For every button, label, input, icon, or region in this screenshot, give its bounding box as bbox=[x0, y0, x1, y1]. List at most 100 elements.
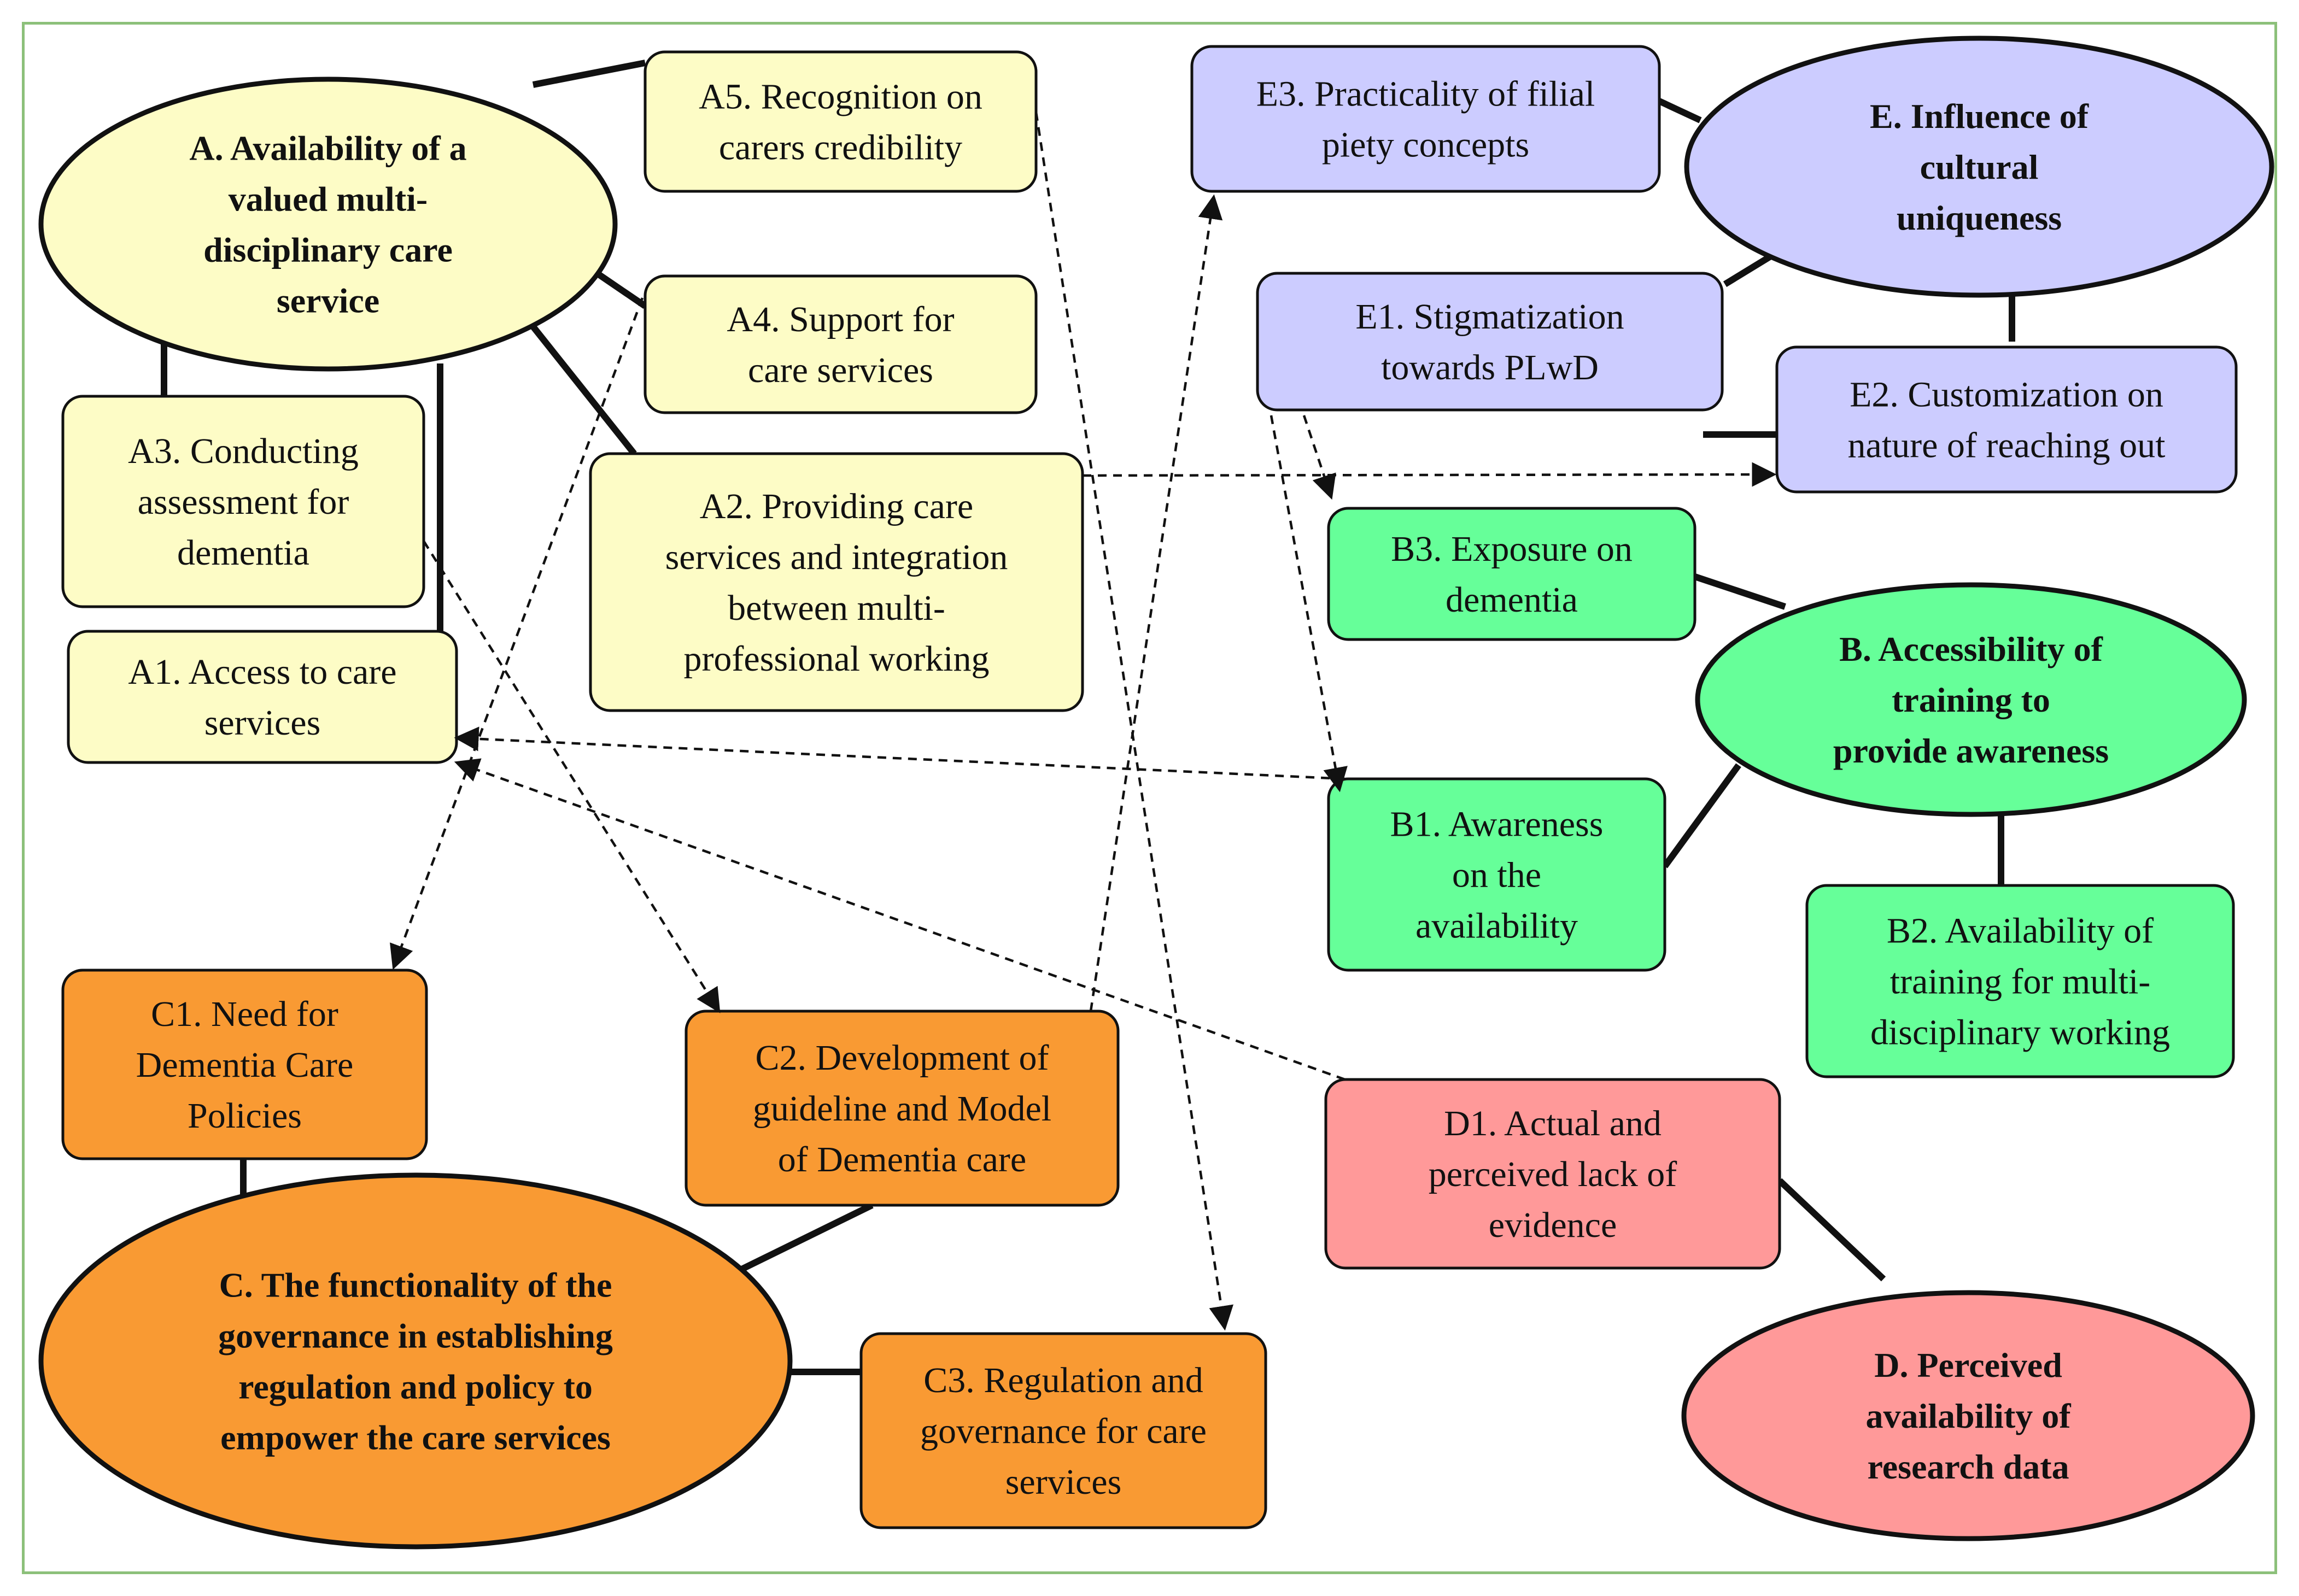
subtheme-shape bbox=[1190, 45, 1661, 193]
label-line: provide awareness bbox=[1833, 731, 2109, 770]
subtheme-a3-box: A3. Conducting assessment for dementia bbox=[61, 395, 425, 608]
label-line: empower the care services bbox=[220, 1418, 611, 1457]
connector-line bbox=[525, 318, 637, 456]
subtheme-shape bbox=[644, 274, 1038, 414]
subtheme-a1-box: A1. Access to care services bbox=[67, 630, 458, 764]
label-line: E2. Customization on bbox=[1850, 374, 2163, 414]
label-line: B. Accessibility of bbox=[1839, 630, 2103, 668]
label-line: governance in establishing bbox=[218, 1316, 613, 1355]
label-line: C. The functionality of the bbox=[219, 1265, 612, 1304]
label-line: A3. Conducting bbox=[128, 431, 359, 471]
label-line: research data bbox=[1867, 1447, 2069, 1486]
label-line: uniqueness bbox=[1897, 198, 2062, 237]
subtheme-shape bbox=[61, 969, 428, 1160]
link-arrow-a2-to-e2 bbox=[1082, 462, 1777, 487]
subtheme-shape bbox=[1775, 345, 2238, 494]
subtheme-shape bbox=[61, 395, 425, 608]
theme-shape bbox=[38, 1172, 793, 1550]
label-line: E1. Stigmatization bbox=[1355, 297, 1624, 337]
label-line: between multi- bbox=[728, 588, 945, 628]
label-line: disciplinary working bbox=[1870, 1012, 2170, 1052]
subtheme-e1-box: E1. Stigmatization towards PLwD bbox=[1256, 272, 1724, 412]
label-line: care services bbox=[748, 350, 933, 390]
label-line: B2. Availability of bbox=[1887, 911, 2154, 950]
connector-line bbox=[1662, 763, 1741, 869]
theme-c-ellipse: C. The functionality of the governance in… bbox=[38, 1172, 793, 1550]
link-arrow-a5-to-c3 bbox=[1034, 112, 1234, 1331]
diagram-frame bbox=[22, 22, 2277, 1574]
label-line: Dementia Care bbox=[136, 1045, 354, 1085]
subtheme-shape bbox=[859, 1332, 1267, 1529]
label-line: regulation and policy to bbox=[238, 1367, 593, 1406]
subtheme-a2-box: A2. Providing care services and integrati… bbox=[589, 452, 1084, 712]
connector-line bbox=[1658, 98, 1702, 124]
theme-shape bbox=[38, 77, 618, 372]
label-line: services bbox=[204, 703, 321, 743]
theme-b-ellipse: B. Accessibility of training to provide aw… bbox=[1695, 582, 2247, 817]
label-line: B1. Awareness bbox=[1390, 804, 1604, 844]
theme-e-ellipse: E. Influence of cultural uniqueness bbox=[1684, 36, 2274, 298]
subtheme-c3-box: C3. Regulation and governance for care ser… bbox=[859, 1332, 1267, 1529]
connector-line bbox=[1723, 251, 1776, 287]
label-line: C2. Development of bbox=[755, 1038, 1049, 1078]
label-line: nature of reaching out bbox=[1848, 425, 2166, 465]
label-line: dementia bbox=[1446, 580, 1578, 620]
subtheme-b1-box: B1. Awareness on the availability bbox=[1327, 777, 1666, 972]
label-line: A1. Access to care bbox=[128, 652, 396, 692]
label-line: A. Availability of a bbox=[189, 128, 466, 167]
subtheme-shape bbox=[1256, 272, 1724, 412]
subtheme-shape bbox=[685, 1010, 1120, 1207]
label-line: evidence bbox=[1489, 1205, 1617, 1245]
subtheme-shape bbox=[589, 452, 1084, 712]
subtheme-shape bbox=[644, 50, 1038, 193]
connector-line bbox=[720, 1202, 874, 1282]
label-line: perceived lack of bbox=[1429, 1154, 1677, 1194]
label-line: E3. Practicality of filial bbox=[1256, 74, 1595, 114]
label-line: training to bbox=[1892, 680, 2050, 719]
label-line: dementia bbox=[177, 533, 309, 573]
label-line: assessment for bbox=[138, 482, 349, 522]
theme-a-ellipse: A. Availability of a valued multi-discipl… bbox=[38, 77, 618, 372]
label-line: D. Perceived bbox=[1874, 1346, 2062, 1384]
label-line: on the bbox=[1452, 855, 1541, 895]
label-line: D1. Actual and bbox=[1444, 1104, 1662, 1143]
label-line: valued multi- bbox=[229, 179, 428, 218]
label-line: disciplinary care bbox=[203, 230, 453, 269]
label-line: guideline and Model bbox=[753, 1089, 1051, 1129]
subtheme-shape bbox=[1327, 507, 1697, 641]
theme-shape bbox=[1684, 36, 2274, 298]
subtheme-e2-box: E2. Customization on nature of reaching o… bbox=[1775, 345, 2238, 494]
theme-shape bbox=[1681, 1290, 2255, 1541]
label-line: services and integration bbox=[665, 537, 1008, 577]
label-line: towards PLwD bbox=[1381, 348, 1599, 388]
label-line: professional working bbox=[683, 639, 989, 679]
subtheme-shape bbox=[1324, 1078, 1781, 1270]
label-line: services bbox=[1005, 1462, 1122, 1502]
link-arrow-c2-to-e3 bbox=[1089, 194, 1223, 1012]
label-line: C3. Regulation and bbox=[923, 1360, 1203, 1400]
label-line: service bbox=[277, 281, 379, 320]
label-line: E. Influence of bbox=[1870, 97, 2089, 136]
link-arrow-a3-to-c2 bbox=[423, 540, 721, 1013]
link-arrow-e1-to-b1 bbox=[1270, 415, 1348, 793]
subtheme-d1-box: D1. Actual and perceived lack of evidence bbox=[1324, 1078, 1781, 1270]
link-arrow-b1-to-a1 bbox=[454, 726, 1346, 781]
connector-line bbox=[1694, 573, 1786, 610]
label-line: governance for care bbox=[920, 1411, 1207, 1451]
link-arrow-e1-to-b3 bbox=[1302, 415, 1336, 500]
label-line: availability of bbox=[1865, 1396, 2071, 1435]
label-line: A5. Recognition on bbox=[699, 77, 982, 116]
label-line: C1. Need for bbox=[151, 994, 338, 1034]
label-line: B3. Exposure on bbox=[1391, 529, 1633, 569]
label-line: A2. Providing care bbox=[700, 486, 973, 526]
subtheme-shape bbox=[1327, 777, 1666, 972]
label-line: cultural bbox=[1920, 148, 2039, 186]
label-line: availability bbox=[1415, 906, 1578, 946]
label-line: Policies bbox=[188, 1096, 302, 1136]
connector-line bbox=[532, 60, 646, 88]
